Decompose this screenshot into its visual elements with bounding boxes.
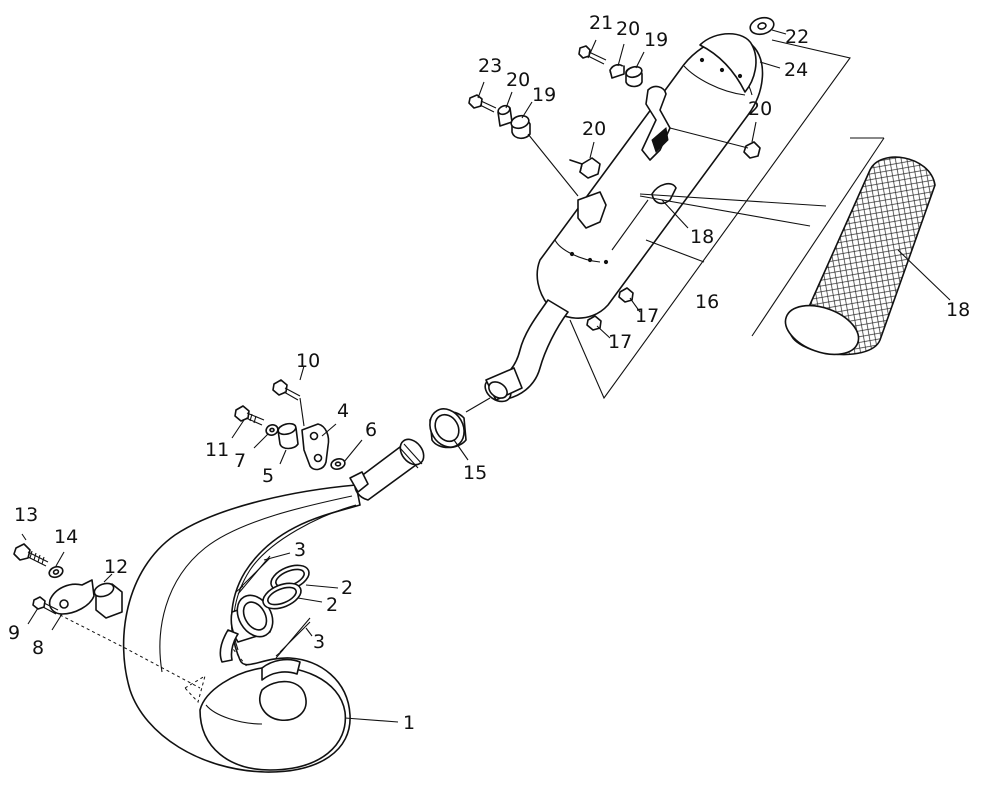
callout-17-lower: 17 (608, 331, 632, 353)
callout-4: 4 (337, 400, 349, 422)
expansion-chamber (59, 484, 361, 773)
bolt-20-right (669, 127, 761, 159)
callout-5: 5 (262, 465, 274, 487)
callout-7: 7 (234, 450, 246, 472)
bolt-13 (13, 543, 49, 567)
callout-20-left: 20 (506, 69, 530, 91)
bolt-9 (32, 596, 59, 615)
callout-11: 11 (205, 439, 229, 461)
bracket-4 (301, 423, 330, 471)
callout-3-upper: 3 (294, 539, 306, 561)
callout-21: 21 (589, 12, 613, 34)
callout-9: 9 (8, 622, 20, 644)
o-ring-lower (262, 582, 302, 610)
spring-upper (235, 555, 271, 595)
bolt-11 (234, 405, 265, 426)
silencer-packing-18 (639, 137, 936, 356)
grommet-19-left (510, 114, 579, 197)
callout-17-upper: 17 (635, 305, 659, 327)
callout-22: 22 (785, 26, 809, 48)
link-pipe (349, 438, 425, 501)
nut-20-center (569, 157, 601, 179)
callout-2-upper: 2 (341, 577, 353, 599)
callout-14: 14 (54, 526, 78, 548)
callout-19-left: 19 (532, 84, 556, 106)
spring-lower (275, 617, 311, 659)
spacer-20-left (497, 104, 513, 127)
callout-1: 1 (403, 712, 415, 734)
callout-16: 16 (695, 291, 719, 313)
rubber-grommet-5 (277, 422, 299, 450)
callout-15: 15 (463, 462, 487, 484)
callout-20-right: 20 (748, 98, 772, 120)
silencer-window-18 (651, 182, 677, 205)
callout-20-top: 20 (616, 18, 640, 40)
washer-14 (48, 565, 64, 579)
silencer-inlet-pipe (484, 299, 569, 403)
callout-12: 12 (104, 556, 128, 578)
leader-lines (21, 29, 951, 723)
callout-2-lower: 2 (326, 594, 338, 616)
callout-24: 24 (784, 59, 808, 81)
callout-8: 8 (32, 637, 44, 659)
callout-10: 10 (296, 350, 320, 372)
washer-7 (265, 424, 279, 436)
callout-3-lower: 3 (313, 631, 325, 653)
silencer-body (536, 33, 764, 319)
bolt-10 (272, 379, 305, 427)
callout-20-center: 20 (582, 118, 606, 140)
grommet-19-top (625, 65, 643, 88)
silencer-bracket (577, 85, 671, 229)
callout-23: 23 (478, 55, 502, 77)
washer-6 (330, 458, 346, 470)
spacer-20-top (609, 63, 625, 79)
sleeve-15 (429, 397, 491, 449)
mount-bracket (48, 579, 95, 615)
washer-22 (749, 16, 775, 36)
callout-6: 6 (365, 419, 377, 441)
bolt-23 (468, 94, 497, 113)
reference-frame (569, 39, 851, 400)
manifold-parts (219, 594, 274, 663)
callout-13: 13 (14, 504, 38, 526)
callout-19-top: 19 (644, 29, 668, 51)
callout-18-window: 18 (690, 226, 714, 248)
rubber-damper-12 (93, 582, 123, 619)
callout-18-packing: 18 (946, 299, 970, 321)
callout-labels: 1 2 2 3 3 4 5 6 7 8 9 10 11 12 13 14 15 … (8, 12, 970, 734)
